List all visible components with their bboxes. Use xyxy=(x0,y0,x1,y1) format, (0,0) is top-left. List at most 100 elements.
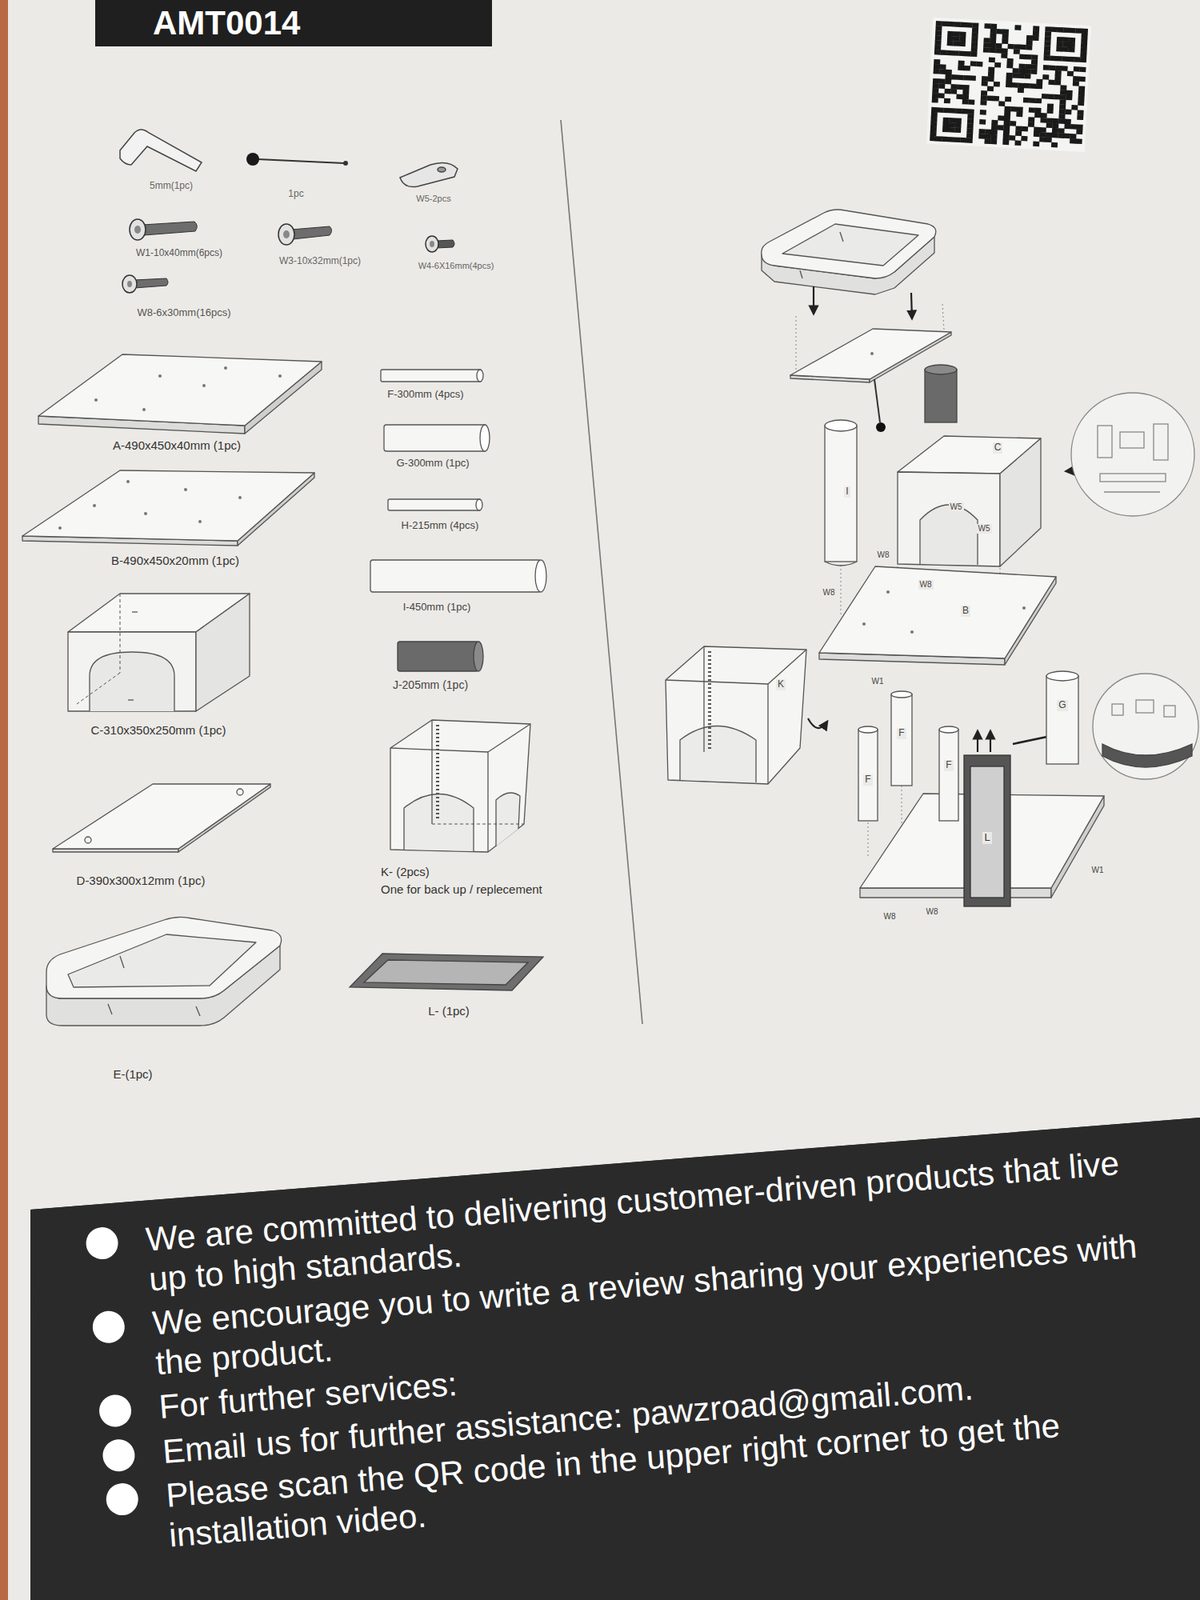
qr-cell xyxy=(1032,141,1040,148)
qr-cell xyxy=(1044,40,1051,47)
detail-callout-top xyxy=(1120,432,1144,448)
qr-cell xyxy=(1044,36,1052,42)
assembly-board-b xyxy=(910,630,914,634)
board-b xyxy=(58,526,62,530)
w4-bolt xyxy=(429,240,435,248)
qr-cell xyxy=(947,40,954,47)
qr-cell xyxy=(1000,52,1008,59)
qr-cell xyxy=(1080,56,1087,63)
qr-cell xyxy=(1060,84,1067,91)
assembly-label: F xyxy=(863,774,872,786)
part-label: E-(1pc) xyxy=(112,1067,152,1081)
assembly-label: G xyxy=(1056,700,1068,712)
qr-cell xyxy=(991,129,998,136)
qr-cell xyxy=(933,59,940,65)
qr-cell xyxy=(944,98,951,104)
assembly-arrows xyxy=(976,731,979,752)
qr-cell xyxy=(1067,71,1074,77)
qr-cell xyxy=(1036,79,1043,85)
qr-cell xyxy=(1029,83,1036,89)
board-b xyxy=(144,512,148,516)
w3-bolt xyxy=(291,226,332,240)
qr-cell xyxy=(941,136,948,143)
board-d xyxy=(236,788,244,796)
qr-cell xyxy=(1076,124,1084,130)
qr-cell xyxy=(1056,46,1063,52)
assembly-cover-k xyxy=(665,680,768,684)
qr-cell xyxy=(961,108,968,115)
qr-cell xyxy=(941,20,948,27)
qr-cell xyxy=(1047,93,1054,100)
qr-cell xyxy=(1072,76,1080,82)
qr-cell xyxy=(1018,72,1025,79)
qr-cell xyxy=(932,83,940,89)
assembly-tubes-f xyxy=(891,694,912,786)
qr-cell xyxy=(938,92,945,99)
assembly-label: W5 xyxy=(948,502,964,512)
qr-cell xyxy=(947,31,954,37)
qr-cell xyxy=(1025,44,1032,51)
qr-cell xyxy=(986,95,993,101)
qr-cell xyxy=(978,128,985,135)
board-a xyxy=(94,398,98,402)
hanging-pin xyxy=(343,160,348,166)
guide-lines xyxy=(942,304,944,330)
qr-cell xyxy=(969,75,976,81)
qr-cell xyxy=(1052,128,1059,134)
assembly-bed xyxy=(761,209,936,279)
qr-cell xyxy=(1032,35,1039,41)
w5-bracket xyxy=(437,167,446,172)
qr-cell xyxy=(994,62,1001,68)
qr-cell xyxy=(971,46,978,52)
detail-callout-side xyxy=(1112,704,1124,716)
tube-g xyxy=(384,424,490,452)
detail-callout-top xyxy=(1153,424,1168,460)
qr-cell xyxy=(959,32,966,38)
tube-f xyxy=(380,369,482,382)
tube-i xyxy=(370,560,547,592)
assembly-bed xyxy=(800,270,803,279)
qr-cell xyxy=(958,60,965,67)
qr-cell xyxy=(948,136,955,143)
panel-l xyxy=(364,960,528,985)
qr-cell xyxy=(1061,65,1068,72)
qr-cell xyxy=(1028,97,1036,104)
w3-bolt xyxy=(278,224,295,245)
qr-cell xyxy=(1055,65,1062,72)
qr-cell xyxy=(1025,54,1032,60)
assembly-label: C xyxy=(992,442,1004,454)
qr-cell xyxy=(962,89,969,96)
bullet-dot xyxy=(104,1482,140,1517)
assembly-tubes-f xyxy=(891,691,912,698)
qr-cell xyxy=(935,25,942,32)
qr-cell xyxy=(929,131,936,137)
qr-cell xyxy=(1076,138,1083,144)
qr-cell xyxy=(1024,64,1032,70)
board-d xyxy=(52,784,271,852)
qr-cell xyxy=(1003,125,1010,132)
qr-cell xyxy=(1044,26,1052,32)
qr-cell xyxy=(1015,130,1022,136)
qr-cell xyxy=(998,100,1005,107)
panel-l xyxy=(349,953,544,991)
qr-cell xyxy=(979,119,986,125)
qr-cell xyxy=(1018,64,1025,70)
board-a xyxy=(142,408,146,412)
board-b xyxy=(92,504,96,508)
qr-cell xyxy=(968,99,975,105)
assembly-board-b xyxy=(819,566,1056,665)
w8-bolt xyxy=(122,275,168,293)
qr-cell xyxy=(1063,27,1070,33)
qr-cell xyxy=(1047,103,1054,109)
assembly-panel-l xyxy=(964,755,1011,907)
assembly-tube-j xyxy=(924,369,957,423)
qr-cell xyxy=(1018,68,1025,74)
qr-cell xyxy=(967,113,974,120)
qr-cell xyxy=(1054,80,1061,86)
part-label: I-450mm (1pc) xyxy=(403,601,472,614)
qr-cell xyxy=(937,107,944,113)
w1-bolt xyxy=(134,225,141,234)
assembly-tube-i xyxy=(824,561,857,566)
assembly-board-d xyxy=(870,352,874,356)
qr-cell xyxy=(950,88,957,95)
